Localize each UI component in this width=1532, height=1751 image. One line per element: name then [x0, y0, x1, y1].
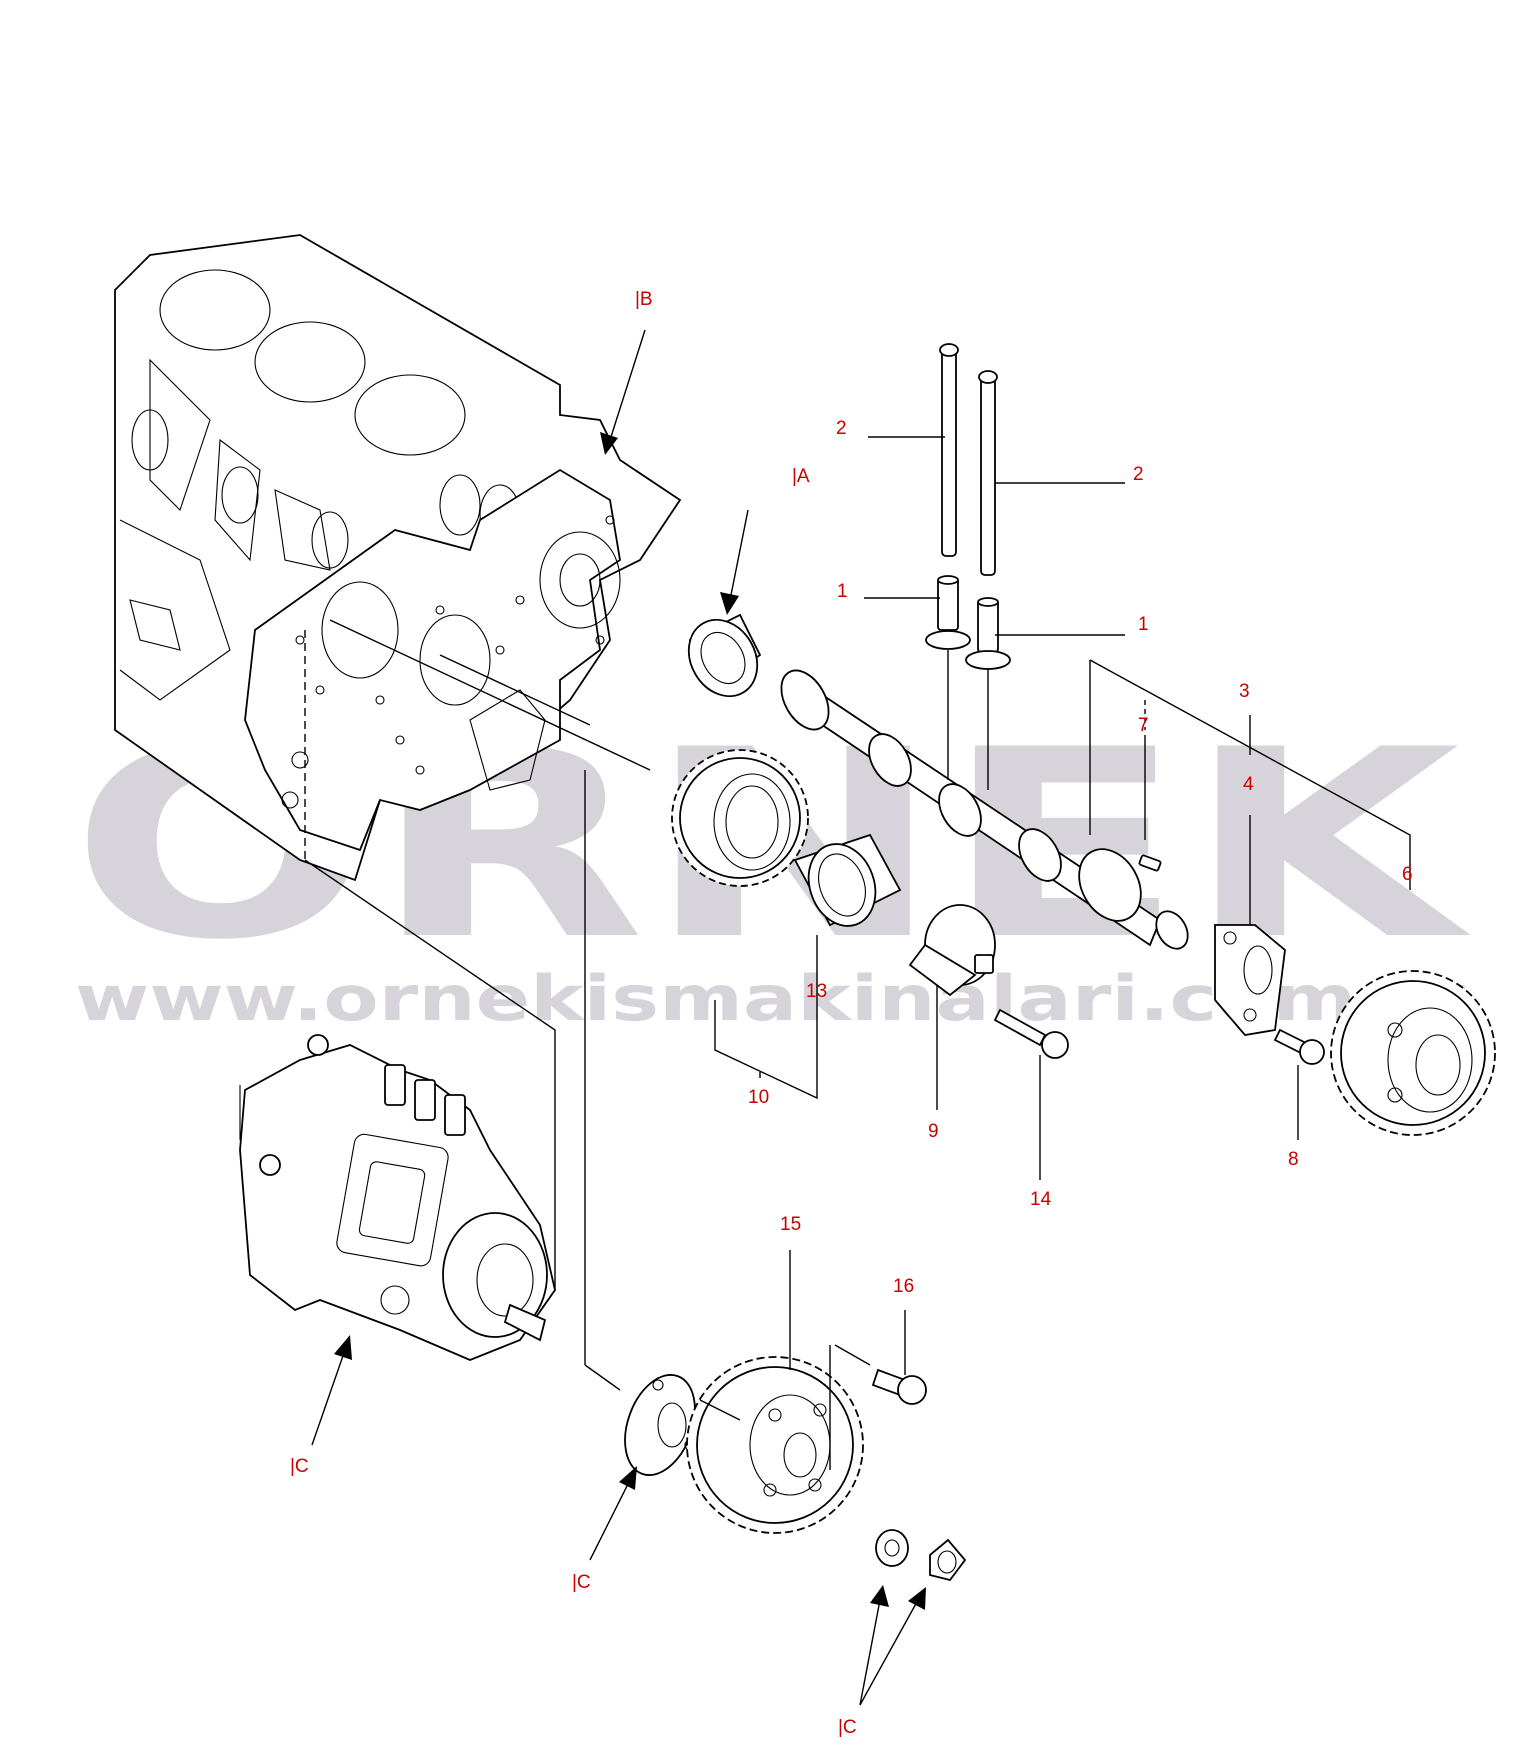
- callout-2-left: 2: [836, 418, 847, 439]
- idler-bolt: [993, 1008, 1069, 1059]
- callout-15: 15: [780, 1214, 801, 1235]
- callout-C-hub: |C: [572, 1572, 591, 1593]
- callout-8: 8: [1288, 1149, 1299, 1170]
- engine-block: [114, 234, 682, 882]
- cam-gear: [1330, 970, 1496, 1136]
- idler-bushing: [793, 833, 902, 927]
- callout-C-nut: |C: [838, 1717, 857, 1738]
- thrust-plate: [1214, 924, 1286, 1036]
- callout-C-pump: |C: [290, 1456, 309, 1477]
- camshaft: [780, 669, 1189, 950]
- injection-pump: [239, 1034, 556, 1361]
- pump-gear: [686, 1356, 864, 1534]
- callout-1-right: 1: [1138, 614, 1149, 635]
- callout-4: 4: [1243, 774, 1254, 795]
- lock-washer-and-nut: [875, 1529, 967, 1582]
- callout-2-right: 2: [1133, 464, 1144, 485]
- idler-shaft: [908, 904, 996, 997]
- idler-gear: [671, 749, 809, 887]
- callout-10: 10: [748, 1087, 769, 1108]
- callout-6: 6: [1402, 864, 1413, 885]
- callout-16: 16: [893, 1276, 914, 1297]
- tappets: [925, 575, 1011, 670]
- callout-3: 3: [1239, 681, 1250, 702]
- pump-gear-bolt: [871, 1368, 927, 1405]
- camshaft-bushing: [687, 613, 762, 698]
- callout-9: 9: [928, 1121, 939, 1142]
- callout-1-left: 1: [837, 581, 848, 602]
- plate-bolt: [1273, 1028, 1325, 1065]
- callout-7: 7: [1138, 715, 1149, 736]
- callout-14: 14: [1030, 1189, 1052, 1210]
- push-rods: [939, 343, 998, 576]
- callout-B: |B: [635, 289, 653, 310]
- callout-labels: |B |A 2 2 1 1 3 7 4 6 13 10 9 8 14 15 16…: [290, 289, 1413, 1738]
- callout-A: |A: [792, 466, 810, 487]
- callout-13: 13: [806, 981, 827, 1002]
- leader-lines: [304, 329, 1411, 1706]
